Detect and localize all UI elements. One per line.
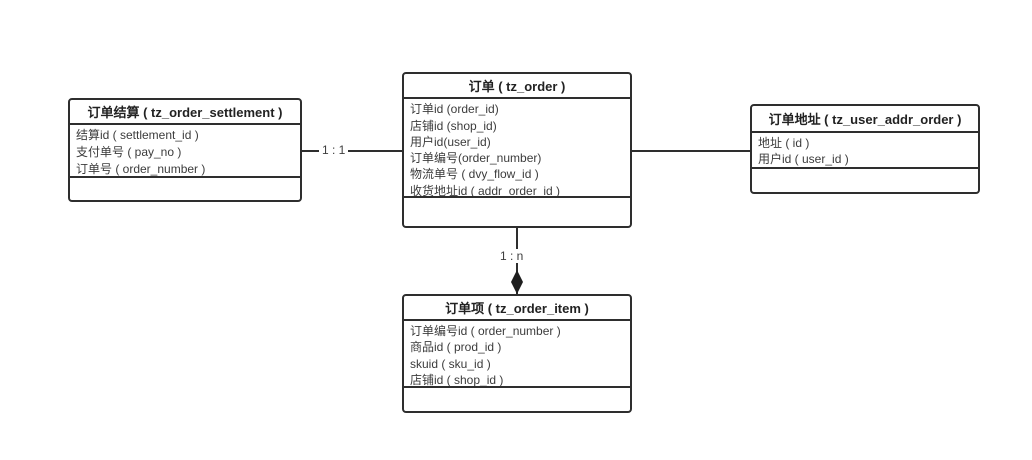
field-row: 店铺id (shop_id) — [410, 118, 497, 133]
field-row: 订单编号(order_number) — [410, 151, 542, 166]
relationship-label-1-1: 1 : 1 — [319, 143, 349, 157]
field-row: 订单编号id ( order_number ) — [410, 323, 561, 338]
field-row: 用户id ( user_id ) — [758, 152, 849, 167]
field-row: 订单号 ( order_number ) — [76, 162, 206, 177]
field-row: 收货地址id ( addr_order_id ) — [410, 183, 561, 198]
entity-title: 订单结算 ( tz_order_settlement ) — [70, 100, 300, 126]
field-row: 地址 ( id ) — [758, 135, 810, 150]
field-row: 订单id (order_id) — [410, 102, 499, 117]
entity-field-list: 地址 ( id ) 用户id ( user_id ) — [752, 133, 978, 169]
field-row: 物流单号 ( dvy_flow_id ) — [410, 167, 539, 182]
entity-title: 订单地址 ( tz_user_addr_order ) — [752, 106, 978, 133]
entity-field-list: 订单编号id ( order_number ) 商品id ( prod_id )… — [404, 321, 630, 388]
field-row: 店铺id ( shop_id ) — [410, 373, 504, 388]
entity-user-addr-order[interactable]: 订单地址 ( tz_user_addr_order ) 地址 ( id ) 用户… — [750, 104, 980, 194]
entity-order-item[interactable]: 订单项 ( tz_order_item ) 订单编号id ( order_num… — [402, 294, 632, 413]
connector-settlement-order — [300, 150, 402, 152]
field-row: 结算id ( settlement_id ) — [76, 128, 199, 143]
relationship-label-1-n: 1 : n — [497, 249, 527, 263]
entity-footer — [404, 198, 630, 226]
entity-field-list: 结算id ( settlement_id ) 支付单号 ( pay_no ) 订… — [70, 125, 300, 178]
field-row: 支付单号 ( pay_no ) — [76, 145, 182, 160]
field-row: 商品id ( prod_id ) — [410, 340, 502, 355]
field-row: 用户id(user_id) — [410, 134, 491, 149]
entity-footer — [404, 388, 630, 411]
field-row: skuid ( sku_id ) — [410, 356, 491, 371]
entity-order[interactable]: 订单 ( tz_order ) 订单id (order_id) 店铺id (sh… — [402, 72, 632, 228]
entity-footer — [752, 169, 978, 192]
entity-footer — [70, 178, 300, 200]
entity-order-settlement[interactable]: 订单结算 ( tz_order_settlement ) 结算id ( sett… — [68, 98, 302, 202]
entity-field-list: 订单id (order_id) 店铺id (shop_id) 用户id(user… — [404, 99, 630, 198]
entity-title: 订单 ( tz_order ) — [404, 74, 630, 100]
connector-order-addr — [632, 150, 750, 152]
entity-title: 订单项 ( tz_order_item ) — [404, 296, 630, 321]
diamond-arrowhead-icon — [510, 270, 524, 294]
